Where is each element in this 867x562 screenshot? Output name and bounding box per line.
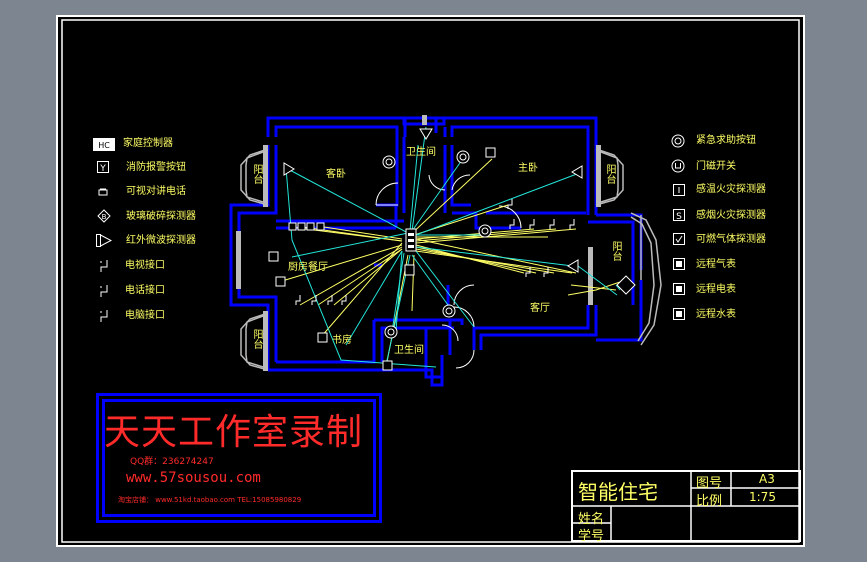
video-intercom-icon — [98, 188, 108, 196]
computer-outlet-icon — [100, 310, 108, 322]
doors — [375, 174, 522, 369]
floor-plan-drawing — [56, 15, 805, 547]
ir-detector-top-bath — [419, 128, 433, 140]
watermark-frame — [96, 393, 382, 523]
room-label-bathroom-top: 卫生间 — [406, 147, 436, 158]
legend-label-gas-detector: 可燃气体探测器 — [696, 234, 766, 245]
gas-detector-bath — [382, 360, 393, 371]
legend-label-glass-break-detector: 玻璃破碎探测器 — [126, 211, 196, 222]
smoke-detector-icon: S — [673, 209, 685, 221]
inner-border — [61, 19, 800, 543]
title-block-scale: 1:75 — [749, 490, 776, 504]
legend-label-gas-meter: 远程气表 — [696, 259, 736, 270]
legend-label-video-intercom: 可视对讲电话 — [126, 186, 186, 197]
fire-alarm-button-center — [404, 264, 415, 276]
legend-label-electric-meter: 远程电表 — [696, 284, 736, 295]
heat-detector-study — [317, 332, 328, 343]
room-label-balcony-3: 阳台 — [604, 164, 615, 184]
svg-text:B: B — [102, 213, 107, 221]
ir-detector-guest-bedroom — [283, 162, 295, 176]
balconies — [236, 115, 662, 371]
door-magnetic-switch-icon — [671, 159, 685, 173]
ir-detector-master-bedroom — [571, 165, 583, 179]
room-label-balcony-4: 阳台 — [610, 241, 621, 261]
room-label-kitchen-dining: 厨房餐厅 — [288, 262, 328, 273]
heat-detector-master — [485, 147, 496, 158]
heat-detector-icon — [673, 184, 685, 196]
legend-label-tv-outlet: 电视接口 — [125, 260, 165, 271]
room-label-balcony-1: 阳台 — [251, 164, 262, 184]
gas-detector-icon — [673, 233, 685, 245]
infrared-microwave-detector-icon — [96, 234, 112, 247]
legend-label-fire-alarm-button: 消防报警按钮 — [126, 162, 186, 173]
legend-label-emergency-button: 紧急求助按钮 — [696, 135, 756, 146]
svg-text:S: S — [676, 212, 682, 221]
watermark-shop: 淘宝店铺： www.51kd.taobao.com TEL:1508598082… — [118, 496, 302, 504]
room-label-master-bedroom: 主卧 — [518, 163, 538, 174]
legend-label-smoke-detector: 感烟火灾探测器 — [696, 210, 766, 221]
title-block-drawing-no: A3 — [759, 472, 775, 486]
room-label-living-room: 客厅 — [530, 303, 550, 314]
legend-label-door-magnetic-switch: 门磁开关 — [696, 161, 736, 172]
wires-yellow — [281, 158, 627, 368]
room-label-bathroom-bottom: 卫生间 — [394, 345, 424, 356]
glass-break-detector-icon: B — [97, 209, 111, 223]
legend-label-water-meter: 远程水表 — [696, 309, 736, 320]
svg-text:HC: HC — [98, 141, 110, 150]
water-meter-icon — [673, 308, 685, 320]
electric-meter-icon — [673, 283, 685, 295]
outlets — [295, 199, 575, 305]
legend-label-heat-detector: 感温火灾探测器 — [696, 184, 766, 195]
plan-devices — [268, 128, 636, 371]
legend-label-phone-outlet: 电话接口 — [125, 285, 165, 296]
gas-meter-icon — [673, 258, 685, 270]
phone-outlet-icon — [100, 285, 108, 297]
title-block-project: 智能住宅 — [578, 480, 658, 504]
title-block-scale-label: 比例 — [696, 494, 723, 509]
emergency-button-icon — [671, 134, 685, 148]
watermark-site: www.57sousou.com — [126, 470, 261, 486]
watermark-qq: QQ群：236274247 — [130, 457, 214, 467]
room-label-study: 书房 — [332, 335, 352, 346]
watermark-title: 天天工作室录制 — [104, 412, 364, 453]
title-block-student-id-label: 学号 — [578, 529, 605, 544]
gas-detector-kitchen — [275, 276, 286, 287]
legend-label-computer-outlet: 电脑接口 — [125, 310, 165, 321]
ir-detector-living — [567, 259, 579, 273]
title-block-drawing-no-label: 图号 — [696, 476, 723, 491]
room-label-guest-bedroom: 客卧 — [326, 169, 346, 180]
svg-text:Y: Y — [99, 164, 106, 173]
title-block-frame — [571, 470, 801, 542]
room-label-balcony-2: 阳台 — [251, 329, 262, 349]
title-block-name-label: 姓名 — [578, 512, 605, 527]
outer-border — [56, 15, 805, 547]
fire-alarm-button-icon: Y — [97, 161, 109, 173]
legend-label-home-controller: 家庭控制器 — [123, 138, 173, 149]
glass-break-detector-living — [616, 275, 636, 295]
legend-label-infrared-microwave-detector: 红外微波探测器 — [126, 235, 196, 246]
drawing-sheet: HC 家庭控制器 Y 消防报警按钮 可视对讲电话 B 玻璃破碎探测器 红外微波探… — [56, 15, 805, 547]
smoke-detector-kitchen — [268, 251, 279, 262]
home-controller-icon: HC — [93, 138, 115, 151]
tv-outlet-icon — [100, 260, 108, 272]
